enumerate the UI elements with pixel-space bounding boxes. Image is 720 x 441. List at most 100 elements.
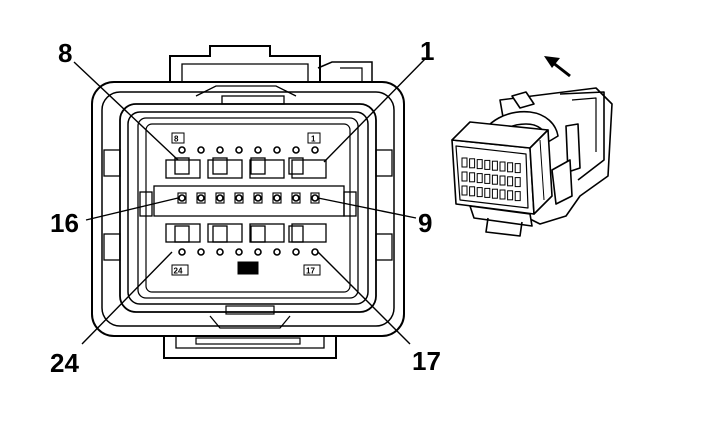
mini-terminal-cavity [461, 157, 468, 168]
terminal-slot [174, 157, 190, 175]
connector-face [91, 45, 405, 359]
mini-terminal-cavity [461, 171, 468, 182]
callout-pin-8: 8 [58, 38, 72, 68]
terminal-cavities [165, 146, 327, 256]
face-mark-top-left: 8 [174, 135, 179, 144]
terminal-slot [250, 157, 266, 175]
terminal-slot [215, 192, 225, 204]
terminal-slot [272, 192, 282, 204]
bottom-latch [163, 336, 337, 359]
outer-housing-inner [101, 91, 395, 327]
terminal-pocket [165, 159, 201, 179]
mini-terminal-cavity [469, 186, 476, 197]
mini-terminal-cavity [507, 176, 514, 187]
mini-terminal-cavity [461, 185, 468, 196]
mini-terminal-cavity [514, 177, 521, 188]
face-mark-bottom-left: 24 [174, 267, 183, 276]
terminal-cavity [273, 248, 281, 256]
callout-pin-17: 17 [412, 346, 441, 376]
leader-17 [317, 251, 411, 345]
leader-24 [81, 251, 173, 345]
terminal-cavity [273, 194, 281, 202]
leader-8 [73, 61, 179, 161]
terminal-pocket [249, 223, 285, 243]
terminal-cavity [235, 194, 243, 202]
terminal-cavity [311, 194, 319, 202]
terminal-cavity [254, 194, 262, 202]
terminal-pocket [207, 223, 243, 243]
terminal-cavity [197, 146, 205, 154]
mini-terminal-cavity [469, 172, 476, 183]
inner-housing [119, 103, 377, 313]
pin-callouts: 8 1 16 9 24 17 [50, 36, 441, 378]
terminal-cavity [216, 194, 224, 202]
terminal-cavity [178, 194, 186, 202]
mini-terminal-cavity [476, 173, 483, 184]
terminal-slot [253, 192, 263, 204]
terminal-pocket [207, 159, 243, 179]
mini-terminal-cavity [514, 163, 521, 174]
face-marks: 8 1 24 17 [171, 132, 321, 276]
terminal-cavity [311, 146, 319, 154]
leader-9 [317, 197, 417, 219]
terminal-cavity [311, 248, 319, 256]
mini-terminal-cavity [499, 175, 506, 186]
mini-terminal-cavity [491, 160, 498, 171]
terminal-pocket [165, 223, 201, 243]
terminal-slot [250, 225, 266, 243]
connector-3d-cavities [461, 157, 521, 202]
leader-lines [73, 57, 427, 345]
face-mark-top-right: 1 [311, 135, 316, 144]
terminal-slot [196, 192, 206, 204]
face-mark-bottom-right: 17 [306, 267, 315, 276]
callout-pin-16: 16 [50, 208, 79, 238]
terminal-cavity [292, 146, 300, 154]
terminal-slot [212, 157, 228, 175]
terminal-cavity [254, 248, 262, 256]
terminal-slot [288, 225, 304, 243]
terminal-cavity [235, 248, 243, 256]
terminal-cavity [197, 194, 205, 202]
terminal-slot [288, 157, 304, 175]
terminal-cavity [178, 248, 186, 256]
callout-pin-9: 9 [418, 208, 432, 238]
terminal-slot [174, 225, 190, 243]
mini-terminal-cavity [507, 190, 514, 201]
mini-terminal-cavity [469, 158, 476, 169]
terminal-cavity [197, 248, 205, 256]
terminal-cavity [273, 146, 281, 154]
mini-terminal-cavity [476, 187, 483, 198]
callout-pin-24: 24 [50, 348, 79, 378]
mini-terminal-cavity [484, 159, 491, 170]
mini-terminal-cavity [499, 189, 506, 200]
mini-terminal-cavity [491, 188, 498, 199]
terminal-cavity [216, 146, 224, 154]
terminal-slot [234, 192, 244, 204]
terminal-cavity [254, 146, 262, 154]
mini-terminal-cavity [476, 159, 483, 170]
mini-terminal-cavity [514, 191, 521, 202]
insertion-direction-arrow-icon [544, 56, 571, 78]
leader-1 [323, 57, 427, 163]
terminal-slot [212, 225, 228, 243]
mini-terminal-cavity [484, 173, 491, 184]
callout-pin-1: 1 [420, 36, 434, 66]
inner-housing-lip [127, 111, 369, 305]
mini-terminal-cavity [499, 161, 506, 172]
leader-16 [85, 197, 179, 221]
mini-terminal-cavity [507, 162, 514, 173]
terminal-cavity [216, 248, 224, 256]
terminal-area-inner [145, 123, 351, 293]
mini-terminal-cavity [491, 174, 498, 185]
terminal-slot [291, 192, 301, 204]
top-latch [169, 45, 321, 82]
terminal-pocket [249, 159, 285, 179]
terminal-pocket [291, 159, 327, 179]
terminal-cavity [292, 194, 300, 202]
terminal-cavity [292, 248, 300, 256]
terminal-pocket [291, 223, 327, 243]
outer-housing [91, 81, 405, 337]
mini-terminal-cavity [484, 187, 491, 198]
